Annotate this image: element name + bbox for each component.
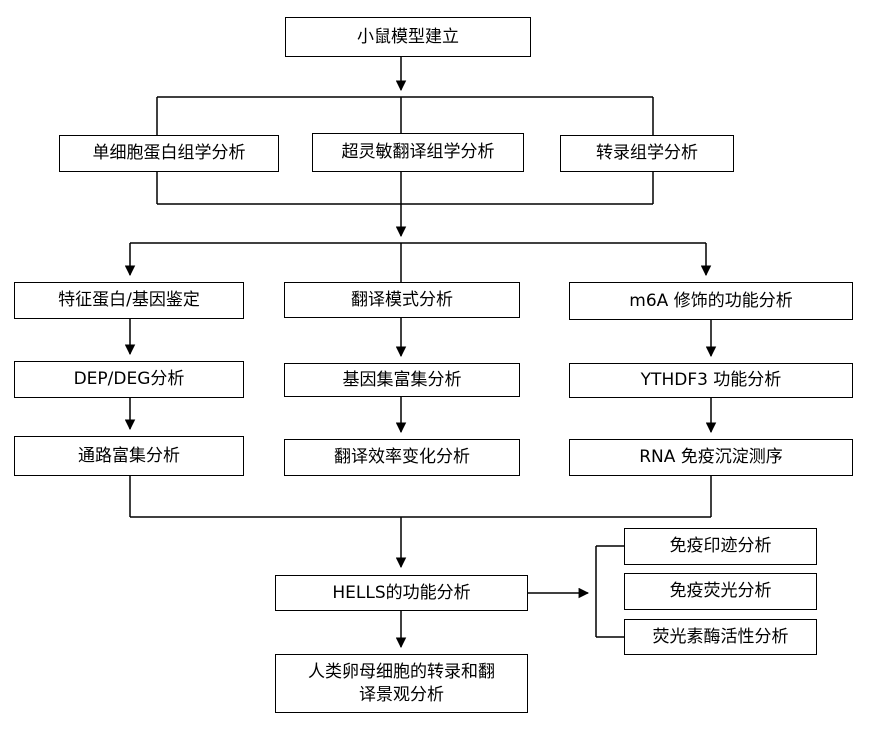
node-m6a-function: m6A 修饰的功能分析 [569, 282, 853, 320]
node-ultrasensitive-translatomics: 超灵敏翻译组学分析 [312, 133, 524, 172]
node-western-blot: 免疫印迹分析 [624, 528, 817, 565]
node-single-cell-proteomics: 单细胞蛋白组学分析 [59, 135, 279, 172]
node-translation-efficiency: 翻译效率变化分析 [284, 439, 520, 476]
node-pathway-enrichment: 通路富集分析 [14, 436, 244, 476]
node-gene-set-enrichment: 基因集富集分析 [284, 363, 520, 397]
node-luciferase: 荧光素酶活性分析 [624, 619, 817, 655]
node-feature-identification: 特征蛋白/基因鉴定 [14, 282, 244, 319]
node-hells-function: HELLS的功能分析 [275, 575, 528, 611]
node-dep-deg: DEP/DEG分析 [14, 361, 244, 398]
node-rip-seq: RNA 免疫沉淀测序 [569, 439, 853, 476]
node-human-oocyte: 人类卵母细胞的转录和翻 译景观分析 [275, 654, 528, 713]
node-transcriptomics: 转录组学分析 [560, 135, 734, 172]
node-immunofluorescence: 免疫荧光分析 [624, 573, 817, 610]
node-translation-pattern: 翻译模式分析 [284, 282, 520, 318]
node-ythdf3-function: YTHDF3 功能分析 [569, 363, 853, 398]
node-mouse-model: 小鼠模型建立 [285, 17, 531, 57]
